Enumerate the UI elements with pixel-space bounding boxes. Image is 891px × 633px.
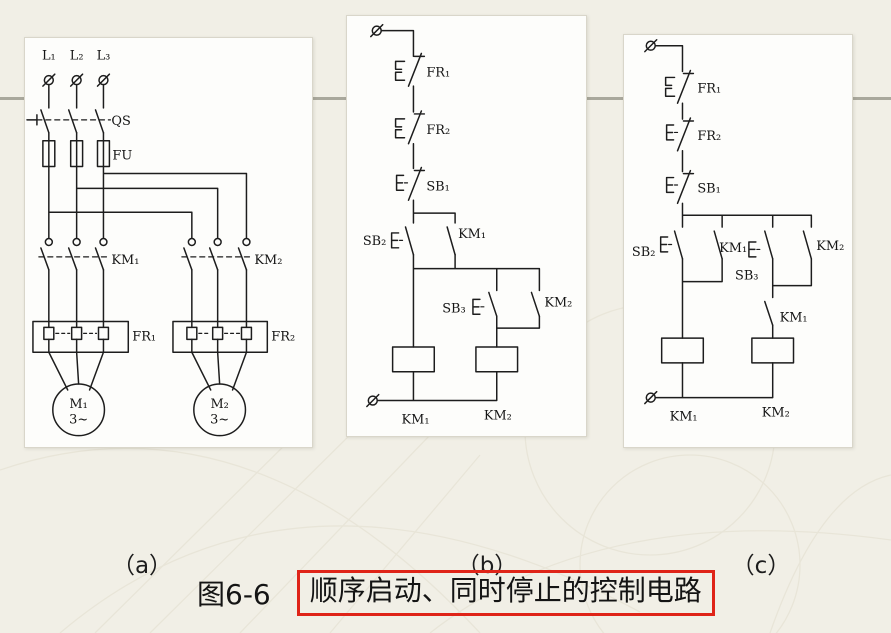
km1-aux-label: KM₁ [458,227,486,242]
control-circuit-b: FR₁ FR₂ SB₁ SB₂ KM₁ SB₃ KM₂ KM₁ KM₂ [363,23,572,427]
sb3-label: SB₃ [442,301,465,316]
m1-type-label: 3~ [69,413,88,428]
sb2-start-button: SB₂ [363,226,415,256]
km2-aux-label: KM₂ [544,295,572,310]
fr2-overload: FR₂ [172,320,295,353]
km1-aux-contact: KM₁ [446,226,486,256]
wires [654,44,813,399]
main-circuit-diagram: L₁ L₂ L₃ QS FU KM₁ KM₂ [26,48,295,437]
sub-label-a: （a） [111,553,173,579]
sb2-label: SB₂ [632,245,655,260]
caption-highlight-box: 顺序启动、同时停止的控制电路 [296,570,715,616]
km2-aux-label: KM₂ [816,239,844,254]
km1-aux-label: KM₁ [719,241,747,256]
sb1-label: SB₁ [697,181,720,196]
fr1-label: FR₁ [132,329,156,344]
phase-l3-label: L₃ [97,48,111,63]
km1-aux-contact: KM₁ [713,230,747,260]
wires [376,29,541,402]
fr1-contact: FR₁ [394,52,450,87]
fr1-overload: FR₁ [32,320,156,353]
motor-m2: M₂ 3~ [193,383,247,437]
circuit-panel-c: FR₁ FR₂ SB₁ SB₂ KM₁ SB₃ KM₂ KM₁ [623,34,853,448]
km1-main-contacts: KM₁ [38,237,139,271]
m1-label: M₁ [69,397,87,412]
fr2-contact: FR₂ [394,110,450,145]
fr1-contact: FR₁ [664,69,721,104]
fr2-label: FR₂ [697,129,721,144]
fr2-contact: FR₂ [665,117,721,152]
bottom-terminal-icon [644,390,658,405]
km2-aux-contact: KM₂ [802,230,844,260]
km2-main-contacts: KM₂ [181,237,282,271]
km1-label: KM₁ [111,253,139,268]
sb3-start-button: SB₃ [442,291,498,317]
qs-switch: QS [26,109,131,134]
m2-label: M₂ [210,397,228,412]
figure-number: 图6-6 [197,577,271,611]
fu-fuses: FU [42,139,132,168]
km2-coil-label: KM₂ [484,408,512,423]
fr1-label: FR₁ [426,65,450,80]
control-circuit-c: FR₁ FR₂ SB₁ SB₂ KM₁ SB₃ KM₂ KM₁ [632,39,844,424]
sb3-label: SB₃ [735,269,758,284]
km1-coil: KM₁ [660,337,705,424]
sub-label-c: （c） [731,553,791,579]
m2-type-label: 3~ [210,413,229,428]
km1-coil: KM₁ [391,346,436,427]
sb1-stop-button: SB₁ [665,169,721,205]
km2-aux-contact: KM₂ [530,291,572,317]
figure-caption: 图6-6 顺序启动、同时停止的控制电路 [197,570,715,616]
km2-coil: KM₂ [751,337,795,420]
km1-interlock-label: KM₁ [780,310,808,325]
wires [48,83,248,391]
fr2-label: FR₂ [271,329,295,344]
km1-coil-label: KM₁ [402,412,430,427]
sub-label-b: （b） [456,553,518,579]
phase-l1-label: L₁ [42,48,56,63]
km1-coil-label: KM₁ [670,409,698,424]
qs-label: QS [111,114,130,129]
km2-coil: KM₂ [475,346,519,423]
km2-coil-label: KM₂ [762,405,790,420]
km2-label: KM₂ [254,253,282,268]
fr1-label: FR₁ [697,81,721,96]
sb3-start-button: SB₃ [735,230,774,284]
phase-labels: L₁ L₂ L₃ [42,48,110,63]
fr2-label: FR₂ [426,123,450,138]
fu-label: FU [112,149,132,164]
motor-m1: M₁ 3~ [52,383,106,437]
km1-interlock-contact: KM₁ [764,300,808,327]
circuit-panel-b: FR₁ FR₂ SB₁ SB₂ KM₁ SB₃ KM₂ KM₁ KM₂ [346,15,587,437]
phase-l2-label: L₂ [70,48,84,63]
sb1-stop-button: SB₁ [395,166,450,201]
bottom-terminal-icon [366,393,380,408]
sb2-label: SB₂ [363,234,386,249]
sb2-start-button: SB₂ [632,230,684,260]
sb1-label: SB₁ [426,179,449,194]
circuit-panel-a: L₁ L₂ L₃ QS FU KM₁ KM₂ [24,37,313,448]
